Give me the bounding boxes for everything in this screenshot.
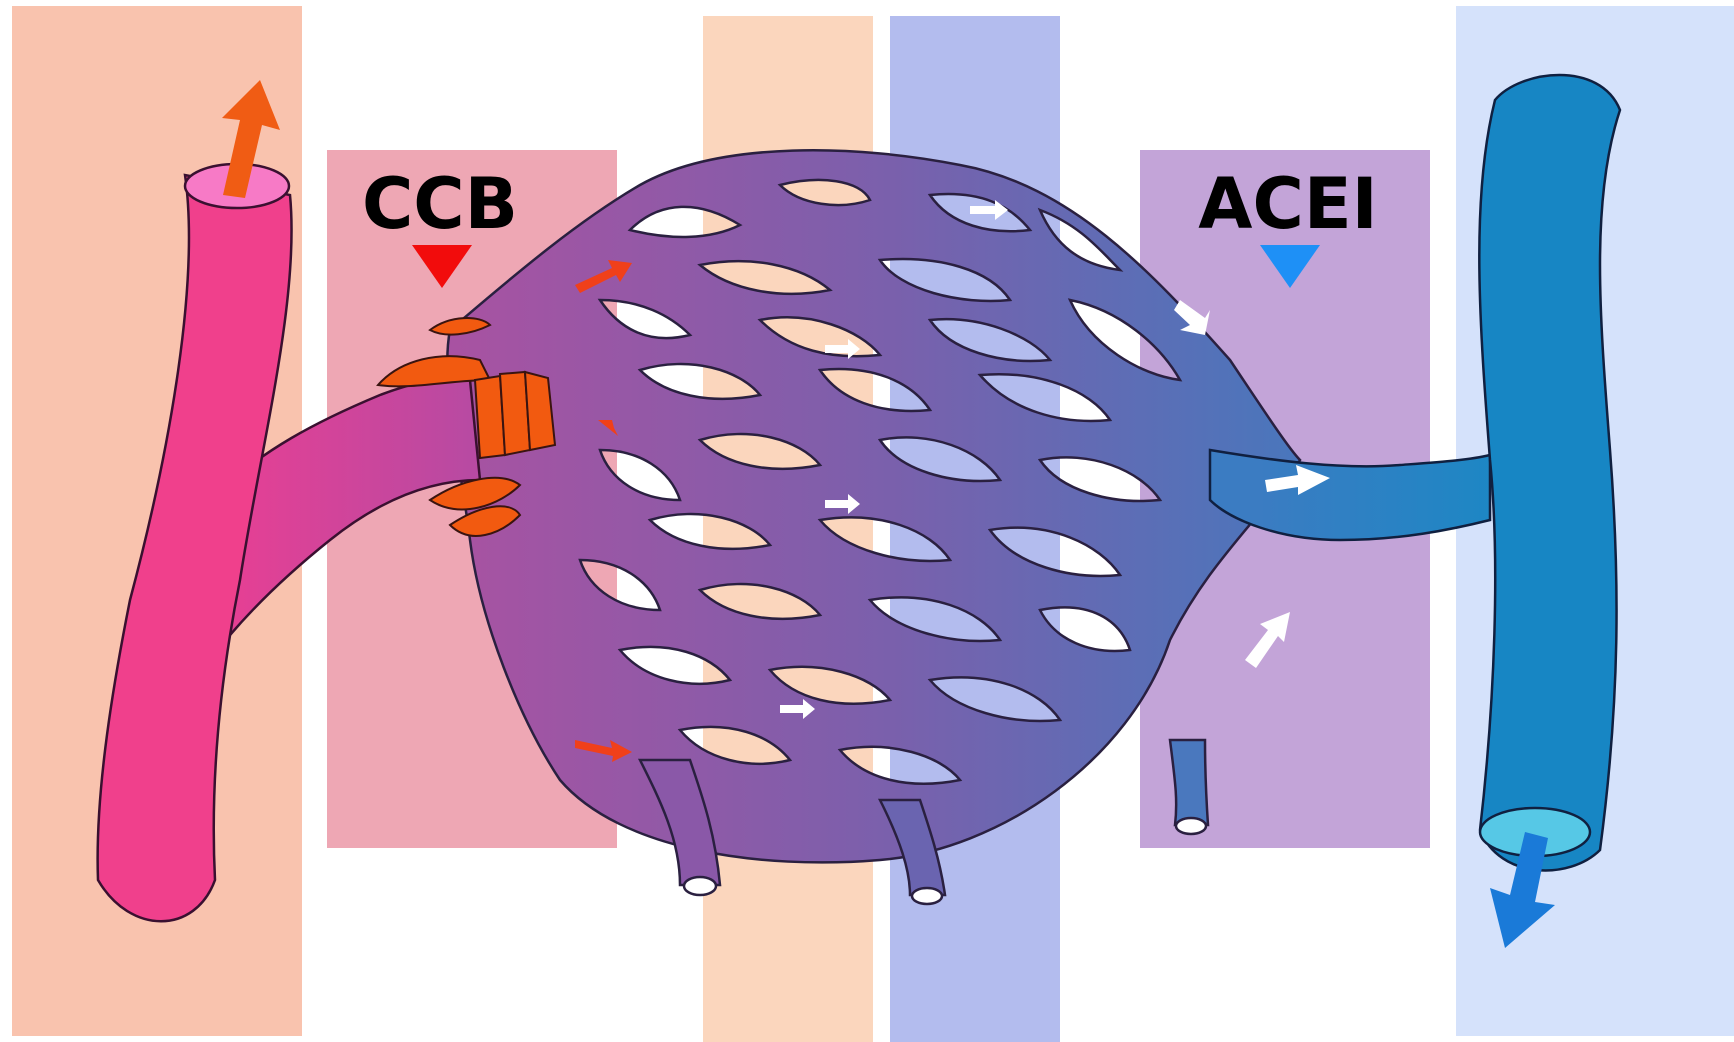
branch-opening-2 [912, 888, 942, 904]
vein-vessel [1479, 75, 1620, 870]
branch-opening-1 [684, 877, 716, 895]
acei-label: ACEI [1198, 163, 1377, 245]
branch-vessel-3 [1170, 740, 1208, 825]
branch-opening-3 [1176, 818, 1206, 834]
ccb-label: CCB [362, 163, 518, 245]
